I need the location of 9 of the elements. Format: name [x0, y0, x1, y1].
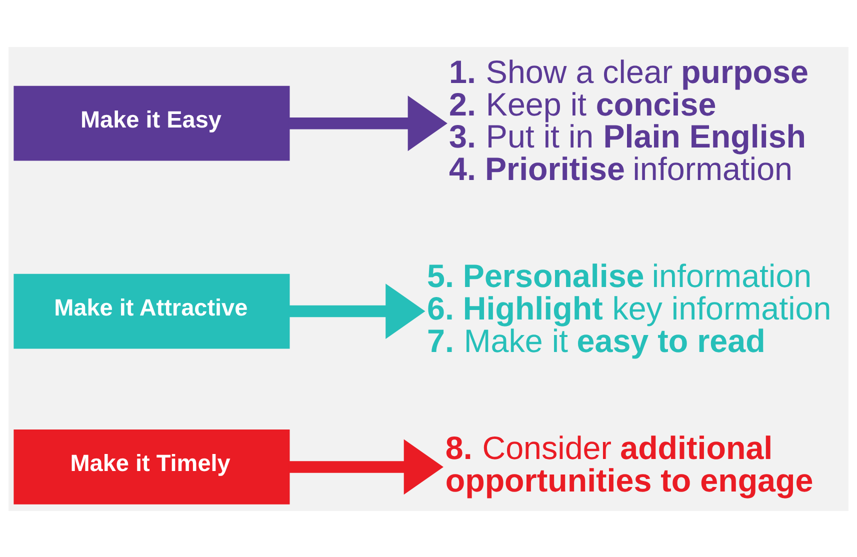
- node-box: Make it Timely: [14, 429, 290, 504]
- node-text: 1. Show a clear purpose 2. Keep it concise 3. Put it in Plain English 4. Prioritise information: [449, 54, 808, 187]
- arrow: [289, 95, 448, 151]
- node-text: 5. Personalise information 6. Highlight key information 7. Make it easy to read: [427, 258, 832, 358]
- node-text: 8. Consider additional opportunities to engage: [445, 430, 814, 498]
- node-box: Make it Attractive: [14, 273, 290, 348]
- node-box: Make it Easy: [14, 85, 290, 160]
- arrow: [289, 438, 444, 494]
- arrow: [289, 283, 426, 339]
